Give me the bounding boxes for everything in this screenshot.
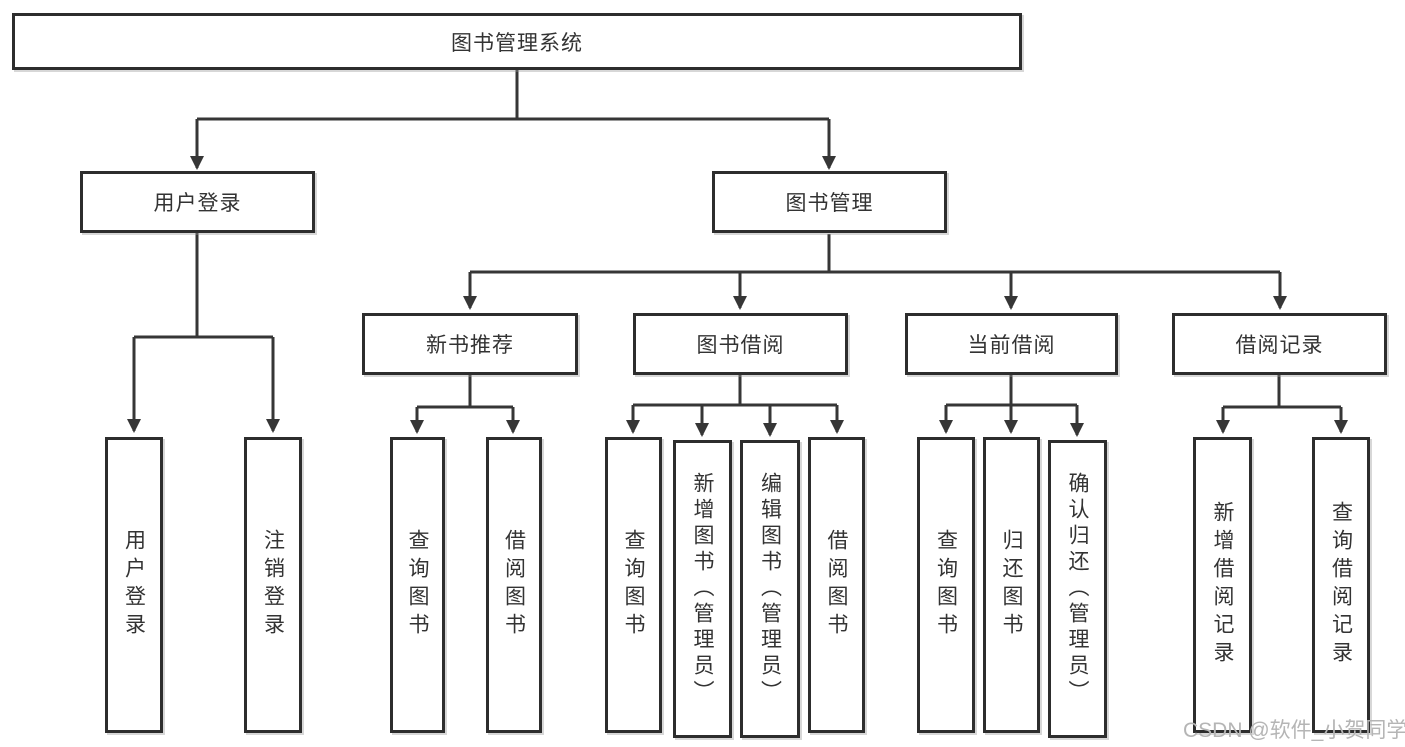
connector-root-trunk — [197, 70, 829, 121]
leaf-current-confirm-return-admin-label: 确认归还（管理员） — [1066, 472, 1090, 706]
leaf-records-query-record-label: 查询借阅记录 — [1329, 501, 1353, 669]
connector-borrowing-trunk — [633, 375, 837, 407]
connector-records-trunk — [1223, 375, 1341, 409]
leaf-user-login: 用户登录 — [105, 437, 163, 733]
leaf-borrowing-borrow-books: 借阅图书 — [808, 437, 865, 733]
leaf-recommend-query-books-label: 查询图书 — [406, 529, 430, 641]
leaf-borrowing-query-books-label: 查询图书 — [622, 529, 646, 641]
node-book-management: 图书管理 — [712, 171, 947, 233]
leaf-records-add-record: 新增借阅记录 — [1193, 437, 1252, 733]
node-current-borrowing-label: 当前借阅 — [967, 334, 1056, 357]
node-root-label: 图书管理系统 — [451, 31, 583, 55]
connector-user-login-trunk — [134, 233, 273, 339]
node-root: 图书管理系统 — [12, 13, 1022, 70]
leaf-current-confirm-return-admin: 确认归还（管理员） — [1048, 440, 1107, 738]
leaf-recommend-query-books: 查询图书 — [390, 437, 445, 733]
csdn-watermark: CSDN @软件_小贺同学 — [1183, 719, 1405, 742]
node-book-borrowing-label: 图书借阅 — [696, 334, 785, 357]
leaf-current-return-books: 归还图书 — [983, 437, 1040, 733]
leaf-borrowing-query-books: 查询图书 — [605, 437, 662, 733]
leaf-borrowing-edit-books-admin-label: 编辑图书（管理员） — [758, 472, 782, 706]
leaf-records-add-record-label: 新增借阅记录 — [1211, 501, 1235, 669]
connector-current-trunk — [946, 375, 1077, 407]
leaf-current-return-books-label: 归还图书 — [1000, 529, 1024, 641]
node-book-borrowing: 图书借阅 — [633, 313, 848, 375]
node-book-management-label: 图书管理 — [785, 192, 874, 215]
leaf-current-query-books-label: 查询图书 — [934, 529, 958, 641]
leaf-logout: 注销登录 — [244, 437, 302, 733]
connector-book-management-trunk — [470, 234, 1280, 274]
node-borrowing-records-label: 借阅记录 — [1235, 334, 1324, 357]
leaf-borrowing-borrow-books-label: 借阅图书 — [825, 529, 849, 641]
leaf-borrowing-add-books-admin: 新增图书（管理员） — [673, 440, 732, 738]
leaf-records-query-record: 查询借阅记录 — [1312, 437, 1370, 733]
leaf-current-query-books: 查询图书 — [917, 437, 975, 733]
leaf-logout-label: 注销登录 — [261, 529, 285, 641]
connector-recommend-trunk — [417, 375, 513, 409]
node-new-book-recommend-label: 新书推荐 — [426, 334, 514, 357]
leaf-recommend-borrow-books-label: 借阅图书 — [502, 529, 526, 641]
node-user-login: 用户登录 — [80, 171, 315, 233]
node-new-book-recommend: 新书推荐 — [362, 313, 578, 375]
node-borrowing-records: 借阅记录 — [1172, 313, 1387, 375]
leaf-borrowing-edit-books-admin: 编辑图书（管理员） — [740, 440, 800, 738]
leaf-user-login-label: 用户登录 — [122, 529, 146, 641]
node-user-login-label: 用户登录 — [153, 192, 242, 215]
leaf-borrowing-add-books-admin-label: 新增图书（管理员） — [691, 472, 715, 706]
leaf-recommend-borrow-books: 借阅图书 — [486, 437, 542, 733]
node-current-borrowing: 当前借阅 — [905, 313, 1118, 375]
